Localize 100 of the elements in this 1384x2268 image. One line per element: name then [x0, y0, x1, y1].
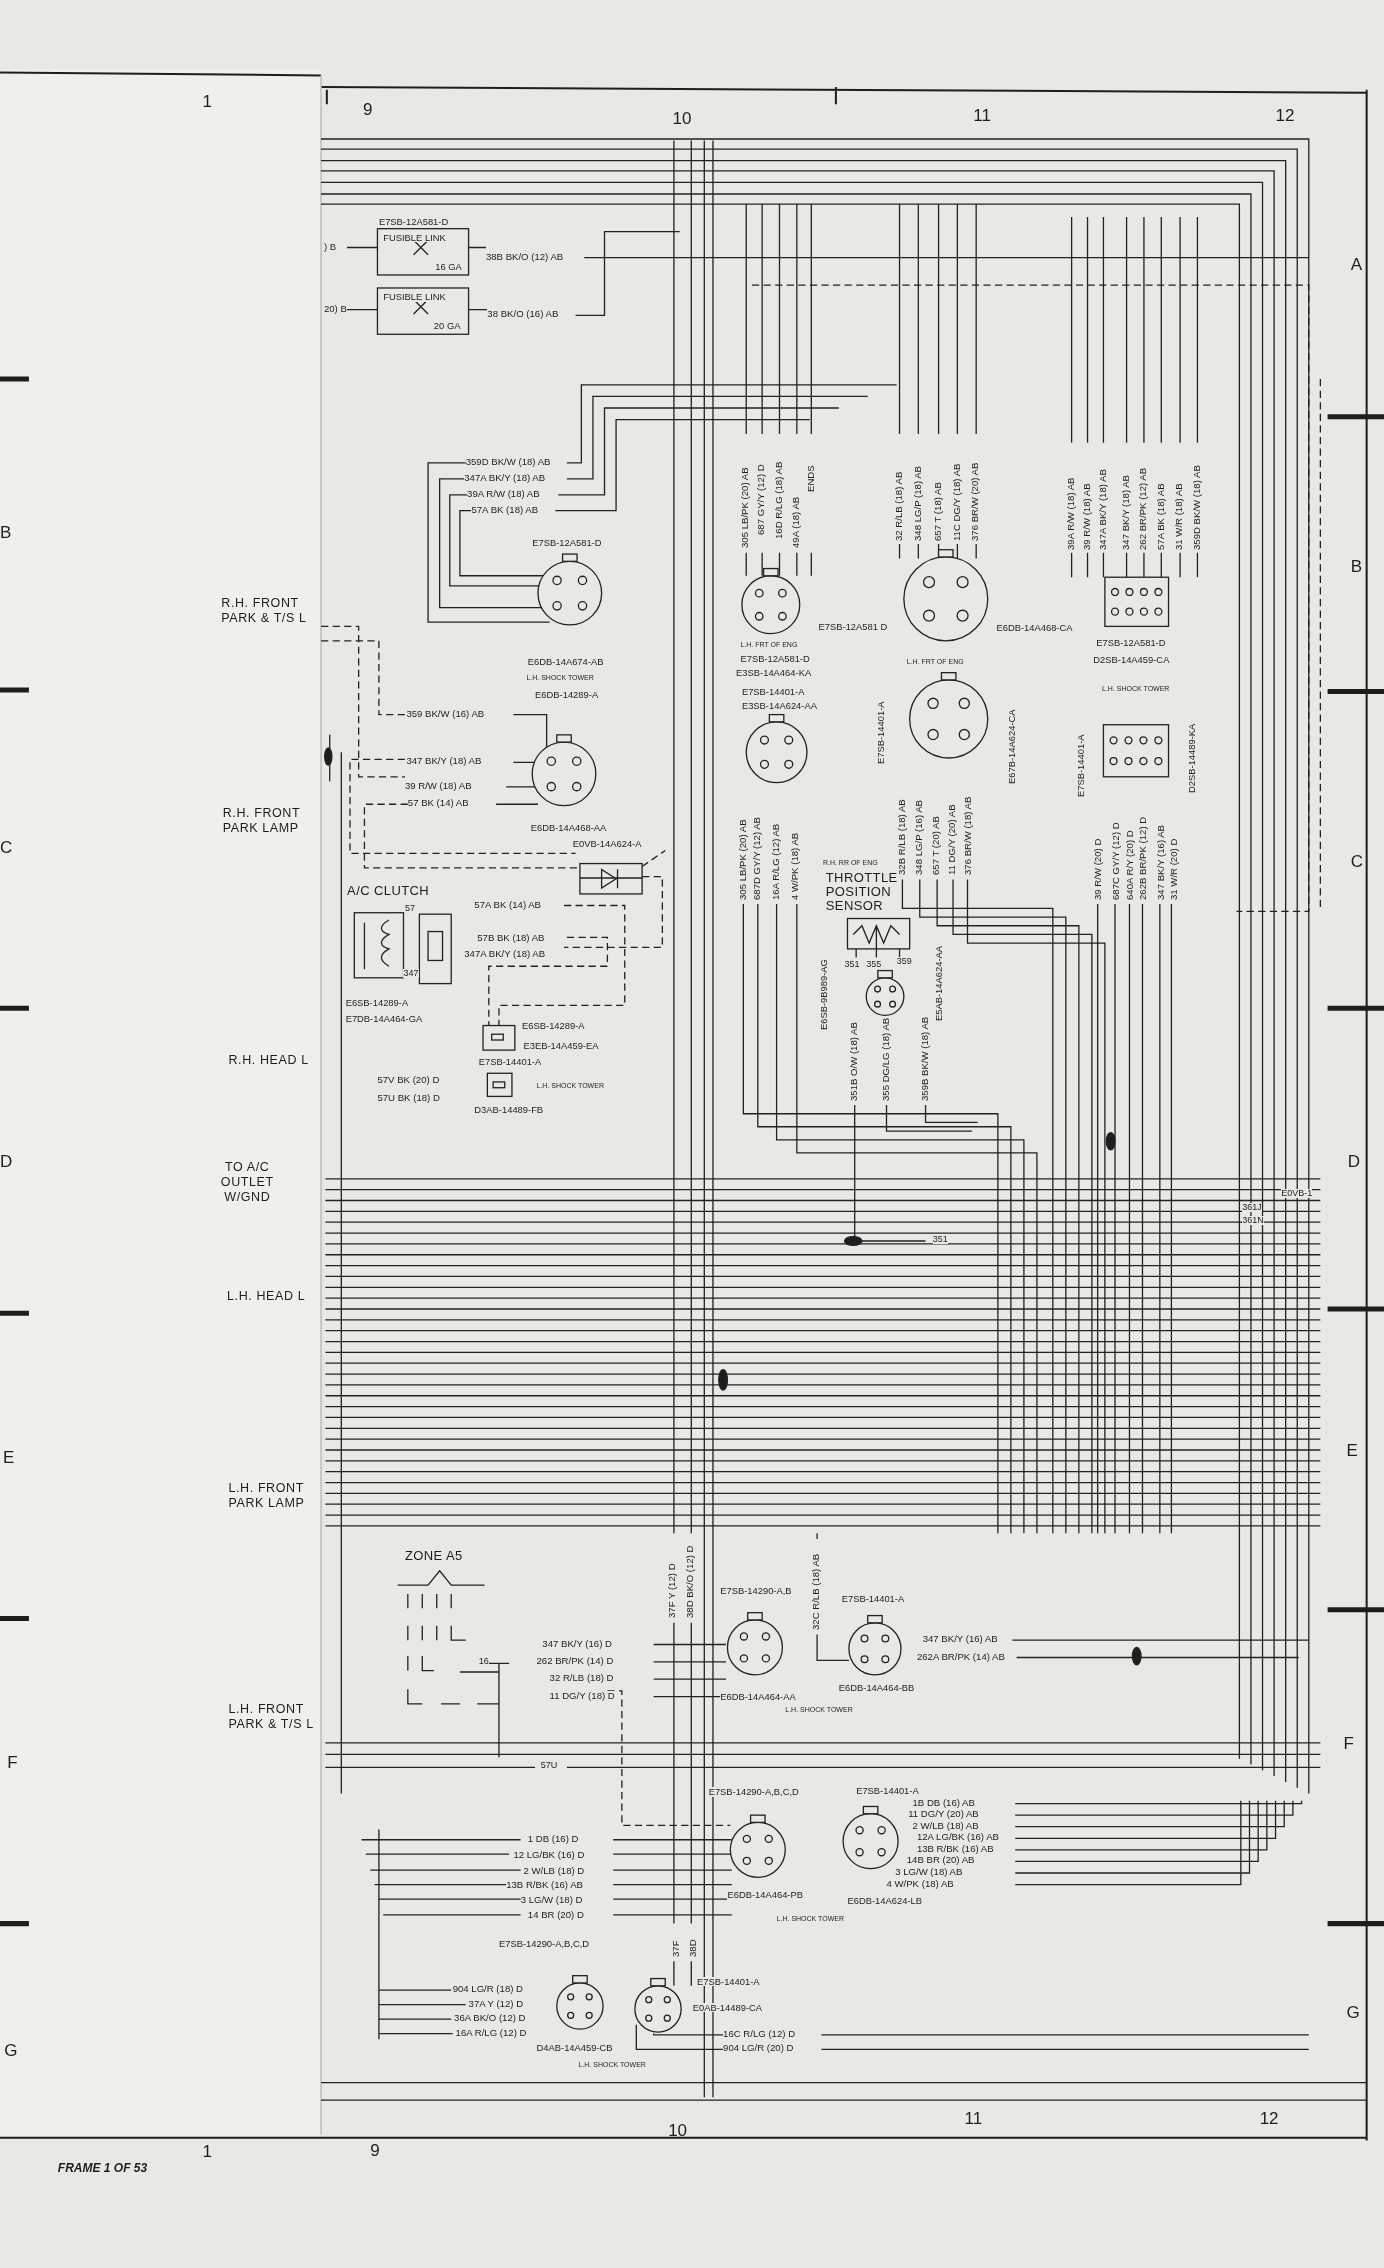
part-number: FUSIBLE LINK [383, 292, 446, 302]
wire-label: 640A R/Y (20) D [1125, 829, 1135, 900]
part-number: E6DB-14A464-BB [838, 1683, 915, 1693]
wire-label: 31 W/R (18) AB [1174, 482, 1184, 550]
wire-label: 305 LB/PK (20) AB [740, 467, 751, 549]
grid-letter: B [0, 523, 12, 541]
wire-label: 11 DG/Y (20) AB [947, 804, 957, 875]
wire-label: 359 BK/W (16) AB [406, 708, 485, 719]
wire-label: 1B DB (16) AB [912, 1797, 975, 1808]
wire-label: 687C GY/Y (12) D [1110, 821, 1121, 900]
wire-label: 262 BR/PK (14) D [536, 1655, 614, 1666]
wire-label: 16A R/LG (12) AB [770, 823, 781, 900]
pin-number: 347 [403, 968, 419, 978]
wire-label: 32 R/LB (18) AB [893, 471, 904, 541]
wire-label: 347 BK/Y (18) AB [1120, 474, 1131, 550]
part-number: E7SB-14401-A [1075, 734, 1086, 797]
wire-label: 376 BR/W (20) AB [970, 462, 980, 541]
part-number: E6DB-14A468-AA [530, 822, 607, 833]
part-number: E7SB-14401-A [841, 1593, 905, 1604]
part-number: E0AB-14489-CA [692, 2002, 763, 2013]
wire-label: 347A BK/Y (18) AB [464, 472, 546, 483]
wire-label: 347A BK/Y (18) AB [1097, 468, 1108, 550]
part-number: E7SB-12A581-D [740, 653, 810, 664]
part-number: E7DB-14A464-GA [345, 1013, 423, 1024]
wire-label: 57U BK (18) D [377, 1093, 440, 1103]
wire-label: 376 BR/W (18) AB [963, 796, 973, 875]
wire-label: 16C R/LG (12) D [723, 2029, 796, 2039]
wire-label: 262 BR/PK (12) AB [1138, 467, 1148, 550]
grid-letter: F [7, 1754, 18, 1772]
wire-label: ENDS [805, 465, 816, 492]
grid-number: 1 [202, 2143, 212, 2161]
wire-label: 38 BK/O (16) AB [487, 309, 559, 320]
part-number: E7SB-12A581-D [378, 216, 449, 227]
grid-number: 9 [370, 2141, 380, 2159]
wire-label: 16D R/LG (18) AB [773, 462, 784, 540]
grid-letter: D [1347, 1152, 1361, 1170]
part-number: E7SB-12A581-D [532, 537, 602, 548]
wire-label: 347 BK/Y (16) AB [922, 1634, 998, 1644]
wire-label: 351B O/W (18) AB [848, 1021, 859, 1101]
part-number: D2SB-14489-KA [1187, 723, 1197, 793]
grid-letter: G [4, 2042, 18, 2059]
part-number: E6DB-14289-A [535, 689, 599, 700]
wire-label: 687 GY/Y (12) D [756, 464, 766, 536]
part-number: E6DB-14A468-CA [996, 623, 1073, 633]
wire-label: 4 W/PK (18) AB [789, 832, 800, 900]
wire-label: 12 LG/BK (16) D [513, 1849, 585, 1860]
location-label: R.H. FRONT PARK & T/S L [221, 595, 308, 626]
wire-label: 2 W/LB (18) AB [912, 1820, 979, 1831]
part-number: E67B-14A624-CA [1006, 709, 1016, 784]
wire-label: 11C DG/Y (18) AB [951, 463, 962, 541]
location-label: TO A/C OUTLET W/GND [219, 1159, 275, 1205]
part-number: E7SB-14290-A,B [720, 1586, 792, 1596]
wire-label: 57A BK (18) AB [471, 504, 539, 515]
pin-number: 359 [896, 957, 912, 967]
wire-label: 4 W/PK (18) AB [886, 1878, 954, 1889]
part-number: E7SB-14401-A [856, 1786, 919, 1796]
wire-label: 57A BK (14) AB [474, 899, 541, 910]
pin-number: 57U [540, 1761, 558, 1771]
grid-letter: B [1350, 558, 1363, 576]
wire-label: 14 BR (20) D [527, 1910, 584, 1920]
wire-label: 49A (18) AB [791, 496, 801, 549]
wire-label: 904 LG/R (20) D [723, 2043, 794, 2054]
wire-label: 347 BK/Y (16) D [542, 1638, 612, 1649]
wire-label: 38D [688, 1939, 698, 1957]
part-number: E7SB-12A581-D [1096, 637, 1166, 648]
part-number: E6DB-14A674-AB [527, 656, 604, 666]
wire-label: 37F [671, 1940, 681, 1957]
location-label: L.H. HEAD L [227, 1288, 306, 1304]
part-number: E0VB-14A624-A [572, 838, 642, 849]
wire-label: 39A R/W (18) AB [467, 488, 540, 499]
part-number: D2SB-14A459-CA [1093, 655, 1170, 665]
part-number: E7SB-14290-A,B,C,D [498, 1939, 590, 1949]
part-number: E7SB-14401-A [876, 701, 886, 764]
component-title: ZONE A5 [404, 1548, 463, 1564]
grid-number: 10 [668, 2121, 688, 2139]
location-label: R.H. HEAD L [228, 1052, 309, 1068]
wire-label: 11 DG/Y (18) D [549, 1690, 615, 1701]
component-title: THROTTLE POSITION SENSOR [825, 870, 899, 914]
wire-label: 347 BK/Y (16) AB [1155, 824, 1166, 900]
wire-label: 39A R/W (18) AB [1065, 477, 1076, 550]
grid-letter: A [1350, 255, 1363, 273]
wire-label: 37A Y (12) D [468, 1998, 524, 2009]
pin-number: 351 [932, 1235, 948, 1245]
part-number: E6DB-14A624-LB [847, 1895, 922, 1906]
location-label: L.H. FRONT PARK LAMP [228, 1480, 306, 1511]
pin-number: 361N [1242, 1216, 1264, 1226]
part-number: FUSIBLE LINK [383, 232, 446, 243]
wire-label: 3 LG/W (18) D [520, 1894, 583, 1905]
grid-number: 1 [202, 92, 212, 110]
wire-label: 39 R/W (18) AB [404, 780, 472, 791]
wire-label: 262B BR/PK (12) D [1138, 816, 1148, 900]
wire-label: 359B BK/W (18) AB [919, 1016, 930, 1101]
wire-label: 12A LG/BK (16) AB [916, 1832, 999, 1842]
wire-label: 904 LG/R (18) D [452, 1984, 524, 1994]
pin-number: 355 [866, 960, 882, 970]
component-title: A/C CLUTCH [347, 883, 430, 898]
wire-label: 359D BK/W (18) AB [1191, 464, 1202, 550]
grid-letter: E [1346, 1441, 1358, 1459]
wire-label: 2 W/LB (18) D [523, 1865, 585, 1876]
wire-label: 20) B [323, 303, 347, 314]
